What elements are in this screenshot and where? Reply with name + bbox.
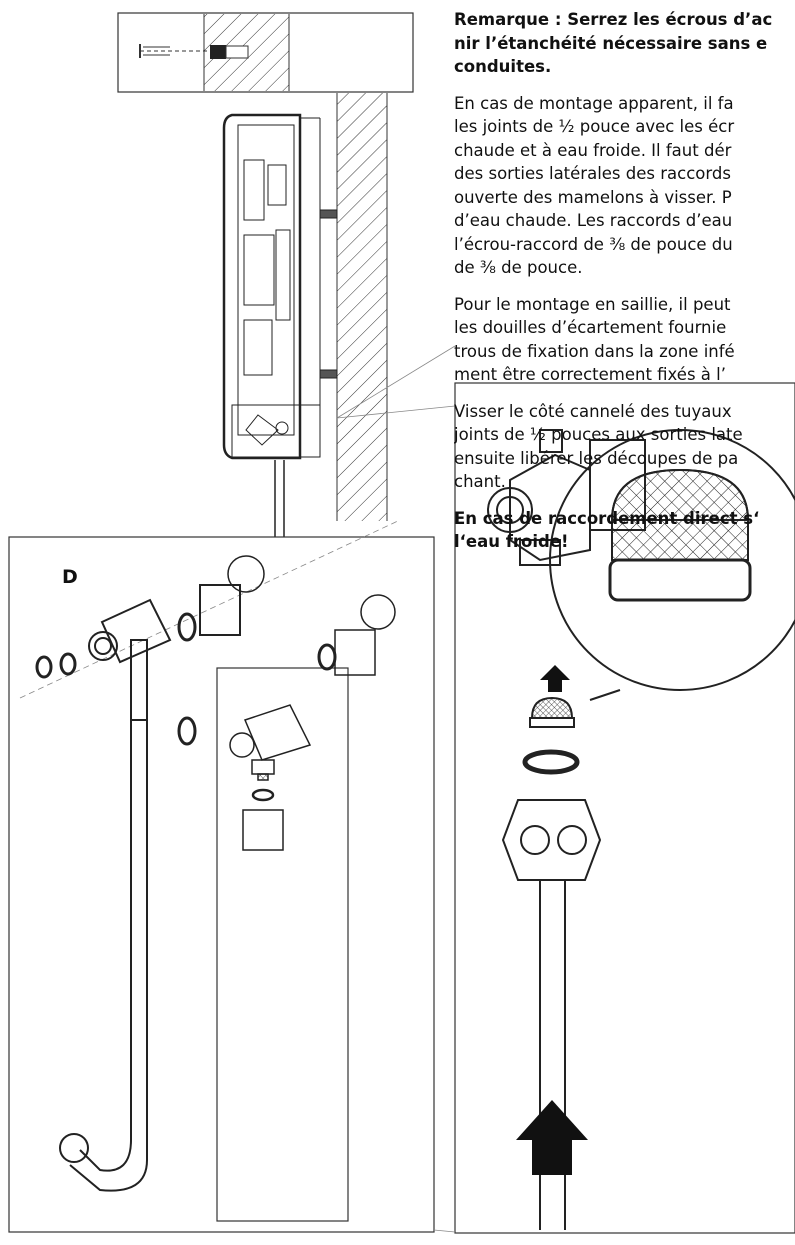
wall <box>336 93 388 521</box>
water-heater-unit <box>222 113 338 460</box>
para3-line: joints de ½ pouces aux sorties late <box>454 425 743 444</box>
para1-line: ouverte des mamelons à visser. P <box>454 187 732 207</box>
para1-line: chaude et à eau froide. Il faut dér <box>454 140 732 160</box>
para2-line: ment être correctement fixés à l’ <box>454 365 726 384</box>
label-d: D <box>62 566 78 588</box>
note-line: conduites. <box>454 57 552 76</box>
note-paragraph: Remarque : Serrez les écrous d’ac nir l’… <box>454 8 795 79</box>
para1-line: En cas de montage apparent, il fa <box>454 93 734 113</box>
projection-mount-paragraph: Pour le montage en saillie, il peut les … <box>454 293 795 387</box>
instructions-text: Remarque : Serrez les écrous d’ac nir l’… <box>454 8 795 567</box>
valve-detail-inset <box>216 594 396 1222</box>
para1-line: d’eau chaude. Les raccords d’eau <box>454 211 733 230</box>
filter-detail-box <box>454 382 795 1234</box>
para3-line: ensuite libérer les découpes de pa <box>454 448 739 468</box>
warning-line: l‘eau froide! <box>454 532 569 551</box>
para2-line: Pour le montage en saillie, il peut <box>454 294 731 314</box>
para3-line: chant. <box>454 472 506 491</box>
para3-line: Visser le côté cannelé des tuyaux <box>454 401 732 421</box>
para2-line: trous de fixation dans la zone infé <box>454 341 735 361</box>
para2-line: les douilles d’écartement fournie <box>454 318 727 337</box>
note-line: Remarque : Serrez les écrous d’ac <box>454 10 773 29</box>
para1-line: l’écrou-raccord de ⅜ de pouce du <box>454 234 733 254</box>
pipe-screw-paragraph: Visser le côté cannelé des tuyaux joints… <box>454 400 795 494</box>
para1-line: les joints de ½ pouce avec les écr <box>454 117 735 136</box>
surface-mount-paragraph: En cas de montage apparent, il fa les jo… <box>454 92 795 280</box>
para1-line: des sorties latérales des raccords <box>454 164 731 183</box>
warning-paragraph: En cas de raccordement direct s‘ l‘eau f… <box>454 507 795 554</box>
note-line: nir l’étanchéité nécessaire sans e <box>454 33 768 53</box>
para1-line: de ⅜ de pouce. <box>454 258 583 277</box>
anchor-detail-box <box>117 12 414 93</box>
warning-line: En cas de raccordement direct s‘ <box>454 508 760 528</box>
